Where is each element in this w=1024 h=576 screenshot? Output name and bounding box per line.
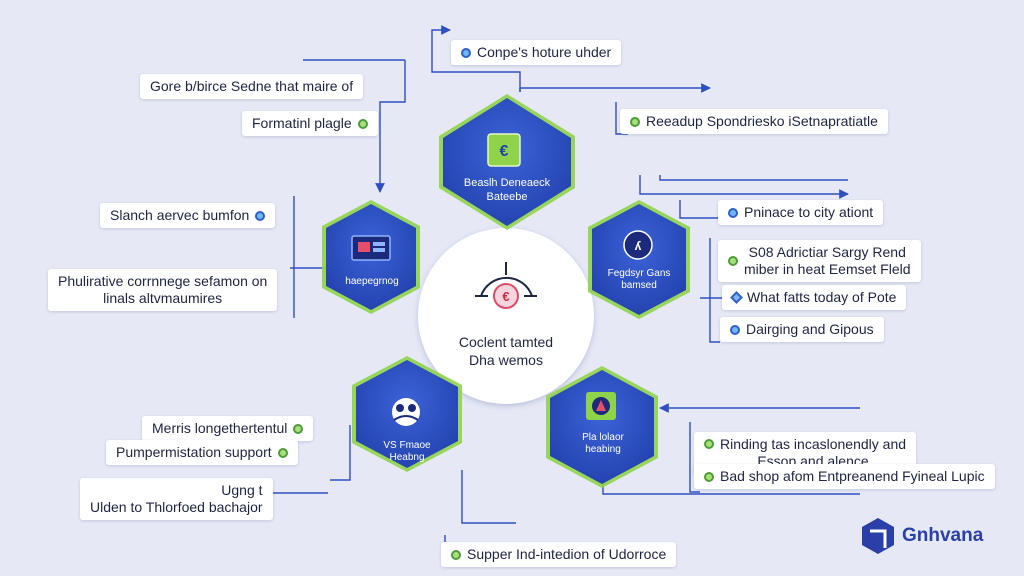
svg-text:ʎ: ʎ [635,239,642,253]
connector-right-c [709,238,720,343]
label-top-center: Conpe's hoture uhder [451,40,622,65]
hex-top: € [439,94,575,230]
hex-left [322,200,420,314]
bullet-icon [728,256,738,266]
hex-right: ʎ [588,200,690,319]
label-left-4: Phulirative corrnnege sefamon on linals … [48,269,278,311]
bullet-icon [630,116,640,127]
hexagon-logo-icon [862,518,894,554]
connector-bl-c [461,470,516,524]
label-right-7: Bad shop afom Entpreanend Fyineal Lupic [694,464,995,489]
bullet-icon [704,439,714,449]
label-left-6: Pumpermistation support [106,440,298,465]
hex-bottom-left-text: VS Fmaoe Heabng [383,440,431,463]
target-euro-icon: € [475,262,537,309]
connector-left-top [375,60,406,193]
brand-logo-spacer [862,518,896,554]
label-left-5: Merris longethertentul [142,416,314,441]
hex-bottom-right-text: Pla lolaor heabing [582,432,624,455]
bullet-icon [461,47,471,58]
label-left-1: Gore b/birce Sedne that maire of [140,74,364,99]
connector-top-label [615,102,628,135]
bullet-icon [277,447,288,458]
label-right-5: Dairging and Gipous [720,317,884,342]
diamond-icon [730,291,743,304]
connector-bl-a [330,425,351,481]
group-icon [392,398,420,426]
connector-br-b [689,422,700,493]
brand-name: Gnhvana [902,525,984,546]
bullet-icon [730,324,740,335]
hex-bottom-left [352,356,462,472]
hex-left-text: haepegrnog [345,276,399,287]
svg-text:€: € [500,143,509,160]
center-hub-circle [418,228,594,404]
label-right-2: Pninace to city ationt [718,200,884,225]
label-left-2: Formatinl plagle [242,111,378,136]
brand: Gnhvana [862,518,983,554]
connector-right-top [639,175,849,199]
bullet-icon [357,118,368,129]
bullet-icon [704,471,714,482]
svg-text:€: € [502,289,509,304]
label-left-3: Slanch aervec bumfon [100,203,276,228]
globe-icon [623,230,653,260]
label-right-4: What fatts today of Pote [722,285,907,310]
bullet-icon [728,207,738,218]
bullet-icon [451,549,461,560]
connector-top-left [431,25,521,92]
hex-bottom-right [546,366,658,488]
connector-top-right [519,83,711,93]
connector-right-b [679,200,718,219]
label-bottom-center: Supper Ind-intedion of Udorroce [441,542,677,567]
hex-right-text: Fegdsyr Gans bamsed [607,268,671,291]
euro-bag-icon [487,133,521,167]
bullet-icon [255,210,266,221]
center-hub-text: Coclent tamted Dha wemos [458,334,554,368]
connector-right-a [659,175,848,181]
label-right-1: Reeadup Spondriesko iSetnapratiatle [620,109,888,134]
label-right-3: S08 Adrictiar Sargy Rend miber in heat E… [718,240,921,282]
hex-top-text: Beaslh Deneaeck Bateebe [463,177,551,203]
bullet-icon [293,423,304,434]
label-left-7: Ugng t Ulden to Thlorfoed bachajor [80,478,273,520]
